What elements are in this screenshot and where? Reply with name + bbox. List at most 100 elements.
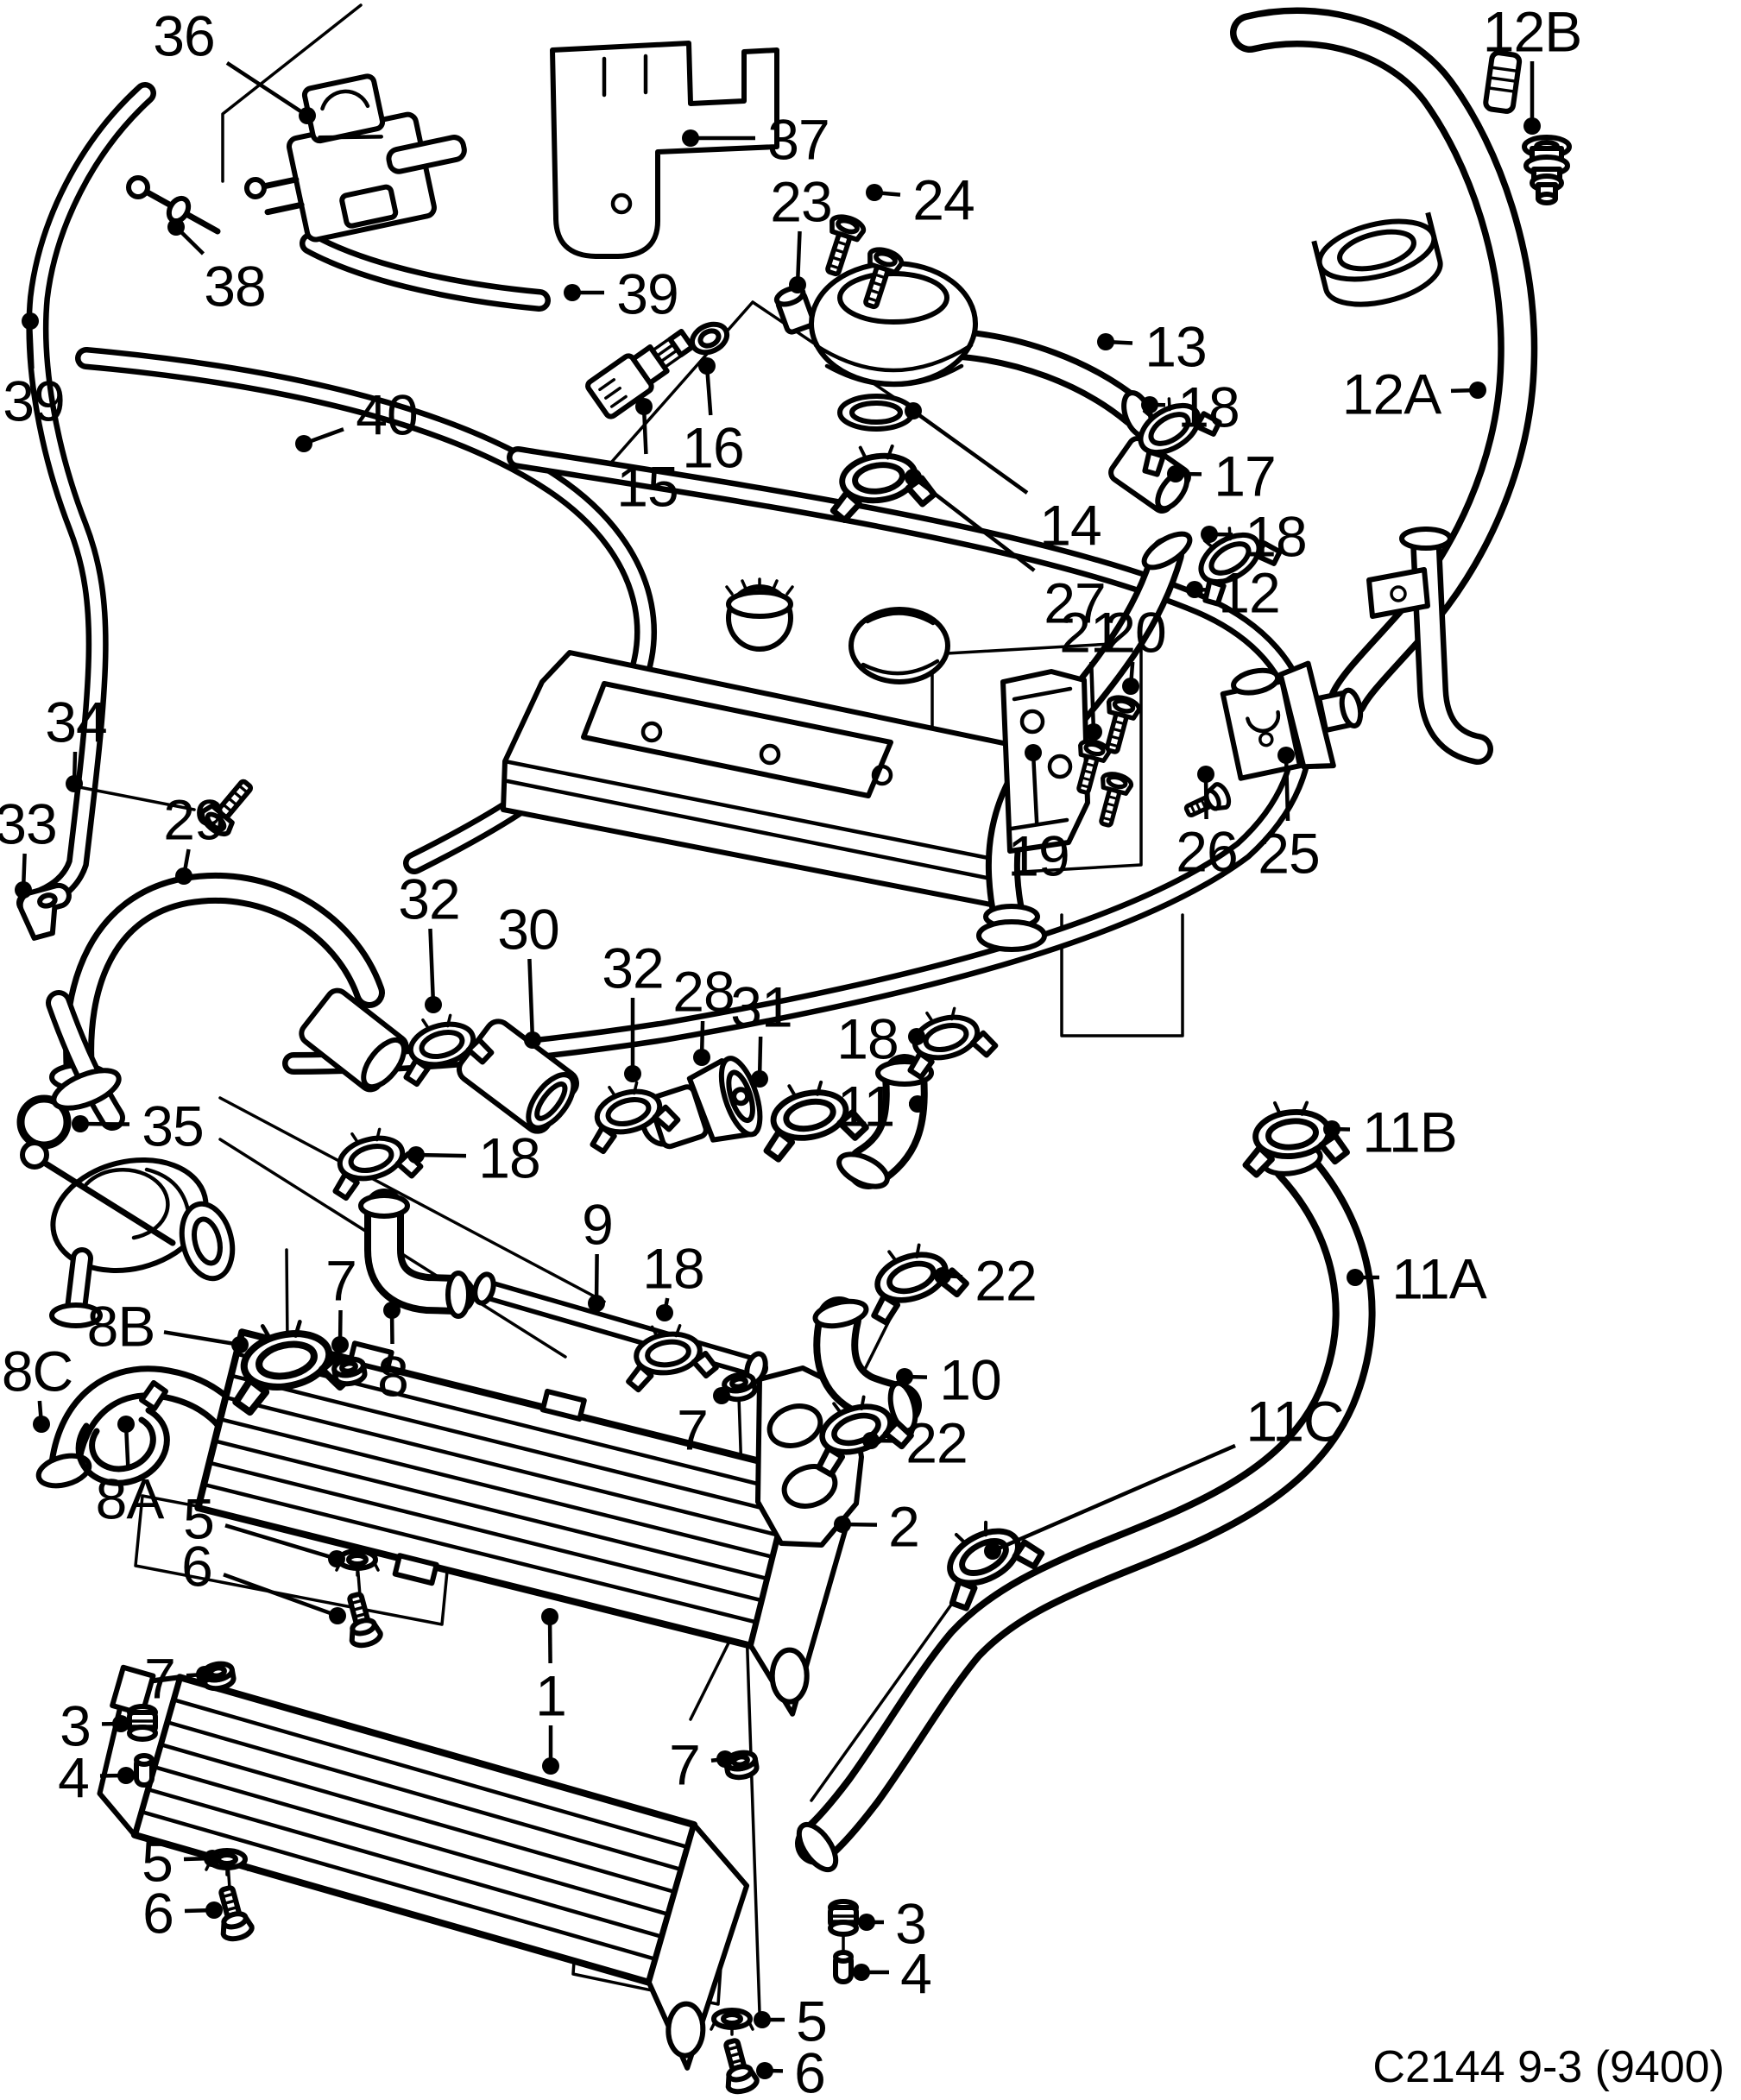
- callout-20-20[interactable]: 20: [1104, 600, 1167, 695]
- callout-19-21[interactable]: 19: [1007, 744, 1070, 887]
- part-number-label[interactable]: 7: [669, 1732, 701, 1796]
- part-number-label[interactable]: 18: [642, 1236, 704, 1300]
- callout-7-59[interactable]: 7: [669, 1732, 734, 1796]
- callout-6-63[interactable]: 6: [756, 2040, 826, 2100]
- part-number-label[interactable]: 32: [602, 936, 664, 1000]
- part-number-label[interactable]: 11C: [1246, 1389, 1344, 1453]
- callout-32-27[interactable]: 32: [398, 867, 461, 1013]
- callout-8-39[interactable]: 8: [377, 1302, 409, 1408]
- callout-2-46[interactable]: 2: [834, 1494, 920, 1558]
- part-number-label[interactable]: 30: [497, 897, 559, 961]
- part-number-label[interactable]: 5: [142, 1829, 173, 1893]
- part-number-label[interactable]: 7: [325, 1248, 357, 1312]
- part-number-label[interactable]: 19: [1007, 823, 1069, 887]
- callout-11A-52[interactable]: 11A: [1347, 1246, 1488, 1310]
- part-number-label[interactable]: 8C: [2, 1339, 73, 1403]
- part-number-label[interactable]: 6: [142, 1881, 174, 1945]
- callout-18-11[interactable]: 18: [1141, 375, 1240, 438]
- part-number-label[interactable]: 3: [895, 1891, 927, 1955]
- part-number-label[interactable]: 31: [730, 974, 792, 1038]
- part-number-label[interactable]: 14: [1039, 493, 1101, 557]
- part-number-label[interactable]: 12A: [1342, 362, 1442, 426]
- part-number-label[interactable]: 10: [939, 1347, 1001, 1411]
- part-number-label[interactable]: 39: [3, 369, 65, 432]
- callout-17-12[interactable]: 17: [1167, 444, 1277, 508]
- part-number-label[interactable]: 22: [905, 1410, 968, 1474]
- callout-31-31[interactable]: 31: [730, 974, 793, 1088]
- callout-34-24[interactable]: 34: [45, 690, 108, 792]
- callout-40-5[interactable]: 40: [295, 382, 419, 452]
- callout-22-47[interactable]: 22: [934, 1248, 1038, 1312]
- part-number-label[interactable]: 17: [1214, 444, 1276, 508]
- part-number-label[interactable]: 8B: [87, 1294, 156, 1358]
- callout-33-25[interactable]: 33: [0, 791, 58, 899]
- callout-7-45[interactable]: 7: [677, 1387, 730, 1461]
- callout-9-36[interactable]: 9: [582, 1192, 614, 1312]
- part-number-label[interactable]: 21: [1059, 600, 1121, 664]
- callout-15-6[interactable]: 15: [616, 398, 679, 518]
- callout-6-58[interactable]: 6: [142, 1881, 223, 1945]
- callout-7-38[interactable]: 7: [325, 1248, 357, 1353]
- callout-29-26[interactable]: 29: [163, 787, 226, 885]
- part-number-label[interactable]: 7: [677, 1397, 709, 1461]
- part-number-label[interactable]: 13: [1145, 314, 1207, 378]
- part-number-label[interactable]: 33: [0, 791, 58, 855]
- callout-28-30[interactable]: 28: [672, 959, 735, 1066]
- callout-4-56[interactable]: 4: [58, 1745, 135, 1809]
- callout-39-4[interactable]: 39: [564, 262, 679, 325]
- callout-8C-41[interactable]: 8C: [2, 1339, 73, 1433]
- callout-38-2[interactable]: 38: [167, 218, 267, 318]
- callout-30-28[interactable]: 30: [497, 897, 560, 1049]
- callout-6-44[interactable]: 6: [181, 1534, 346, 1624]
- part-number-label[interactable]: 23: [770, 169, 832, 233]
- part-number-label[interactable]: 11B: [1362, 1100, 1458, 1164]
- callout-25-23[interactable]: 25: [1258, 747, 1321, 885]
- callout-18-37[interactable]: 18: [642, 1236, 705, 1321]
- part-number-label[interactable]: 27: [1044, 571, 1106, 634]
- part-number-label[interactable]: 4: [58, 1745, 90, 1809]
- part-number-label[interactable]: 15: [616, 454, 678, 518]
- callout-12A-16[interactable]: 12A: [1342, 362, 1486, 426]
- part-number-label[interactable]: 8: [377, 1344, 409, 1408]
- callout-13-10[interactable]: 13: [1097, 314, 1208, 378]
- callout-4-61[interactable]: 4: [853, 1941, 932, 2005]
- part-number-label[interactable]: 6: [794, 2040, 826, 2100]
- callout-3-55[interactable]: 3: [60, 1693, 129, 1757]
- part-number-label[interactable]: 37: [767, 107, 829, 171]
- part-number-label[interactable]: 22: [975, 1248, 1037, 1312]
- callout-32-29[interactable]: 32: [602, 936, 665, 1082]
- part-number-label[interactable]: 12: [1218, 560, 1280, 624]
- callout-27-18[interactable]: 27: [905, 469, 1107, 634]
- part-number-label[interactable]: 40: [356, 382, 418, 446]
- callout-3-60[interactable]: 3: [858, 1891, 927, 1955]
- part-number-label[interactable]: 20: [1104, 600, 1166, 664]
- part-number-label[interactable]: 24: [912, 167, 975, 231]
- part-number-label[interactable]: 18: [836, 1006, 899, 1070]
- callout-8B-40[interactable]: 8B: [87, 1294, 249, 1358]
- part-number-label[interactable]: 38: [204, 254, 266, 318]
- callout-36-0[interactable]: 36: [153, 3, 316, 124]
- part-number-label[interactable]: 5: [183, 1486, 215, 1550]
- part-number-label[interactable]: 18: [478, 1126, 540, 1189]
- callout-10-48[interactable]: 10: [896, 1347, 1002, 1411]
- callout-18-13[interactable]: 18: [1201, 504, 1308, 568]
- callout-39-3[interactable]: 39: [3, 312, 66, 432]
- callout-8A-42[interactable]: 8A: [96, 1416, 165, 1530]
- part-number-label[interactable]: 3: [60, 1693, 91, 1757]
- part-number-label[interactable]: 8A: [96, 1466, 166, 1530]
- part-number-label[interactable]: 2: [888, 1494, 920, 1558]
- part-number-label[interactable]: 34: [45, 690, 107, 754]
- callout-26-22[interactable]: 26: [1176, 766, 1239, 883]
- part-number-label[interactable]: 36: [153, 3, 215, 67]
- part-number-label[interactable]: 11: [837, 1074, 896, 1138]
- part-number-label[interactable]: 11A: [1391, 1246, 1488, 1310]
- callout-21-19[interactable]: 21: [1059, 600, 1122, 741]
- callout-7-54[interactable]: 7: [144, 1646, 213, 1710]
- part-number-label[interactable]: 35: [142, 1094, 204, 1157]
- callout-1-50[interactable]: 1: [535, 1608, 567, 1775]
- callout-18-35[interactable]: 18: [407, 1126, 541, 1189]
- callout-22-49[interactable]: 22: [862, 1410, 968, 1474]
- callout-12-14[interactable]: 12: [1186, 560, 1281, 624]
- part-number-label[interactable]: 18: [1245, 504, 1307, 568]
- part-number-label[interactable]: 25: [1258, 821, 1320, 885]
